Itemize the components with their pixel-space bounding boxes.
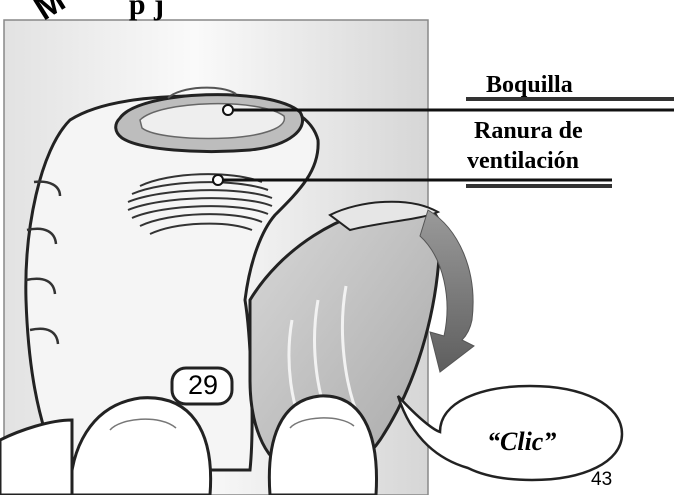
mouthpiece-label: Boquilla <box>486 72 573 99</box>
page-number: 43 <box>591 469 612 491</box>
vent-label-rule <box>466 184 612 188</box>
title-fragment: p j <box>129 0 165 21</box>
vent-label-line1: Ranura de <box>474 118 583 145</box>
click-sound-label: “Clic” <box>487 427 556 457</box>
dose-counter-value: 29 <box>175 370 231 401</box>
vent-label-line2: ventilación <box>467 148 579 175</box>
